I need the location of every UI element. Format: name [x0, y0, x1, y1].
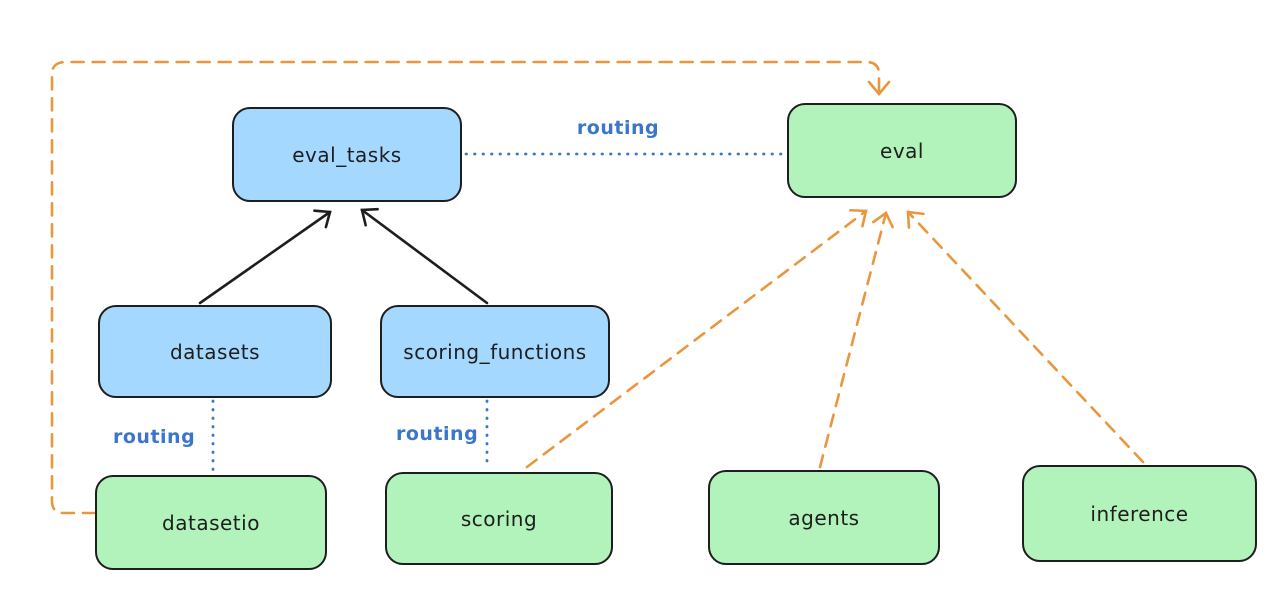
node-eval: eval: [787, 103, 1017, 198]
node-datasets: datasets: [98, 305, 332, 398]
node-scoring: scoring: [385, 472, 613, 565]
edge-datasets-to-eval_tasks: [198, 209, 332, 305]
node-inference: inference: [1022, 465, 1257, 562]
node-datasetio-label: datasetio: [162, 510, 260, 535]
node-datasetio: datasetio: [95, 475, 327, 570]
edge-agents-to-eval: [818, 211, 894, 469]
edge-scoring_functions-to-eval_tasks: [360, 207, 489, 305]
node-scoring-label: scoring: [460, 506, 538, 531]
edge-datasetio-to-eval-loop: [50, 60, 891, 515]
node-agents: agents: [708, 470, 940, 565]
node-eval-tasks-label: eval_tasks: [292, 142, 402, 167]
node-eval-label: eval: [880, 138, 924, 163]
node-scoring-functions-label: scoring_functions: [403, 339, 587, 364]
node-agents-label: agents: [788, 505, 860, 530]
edge-scoring-to-eval: [525, 208, 868, 469]
node-datasets-label: datasets: [169, 339, 261, 364]
edge-inference-to-eval: [906, 210, 1145, 464]
node-eval-tasks: eval_tasks: [232, 107, 462, 202]
edge-label-routing-eval_tasks-eval: routing: [576, 117, 660, 139]
edge-label-routing-scoring_functions-scoring: routing: [396, 423, 479, 445]
node-scoring-functions: scoring_functions: [380, 305, 610, 398]
node-inference-label: inference: [1090, 501, 1189, 526]
edge-label-routing-datasets-datasetio: routing: [113, 426, 196, 448]
